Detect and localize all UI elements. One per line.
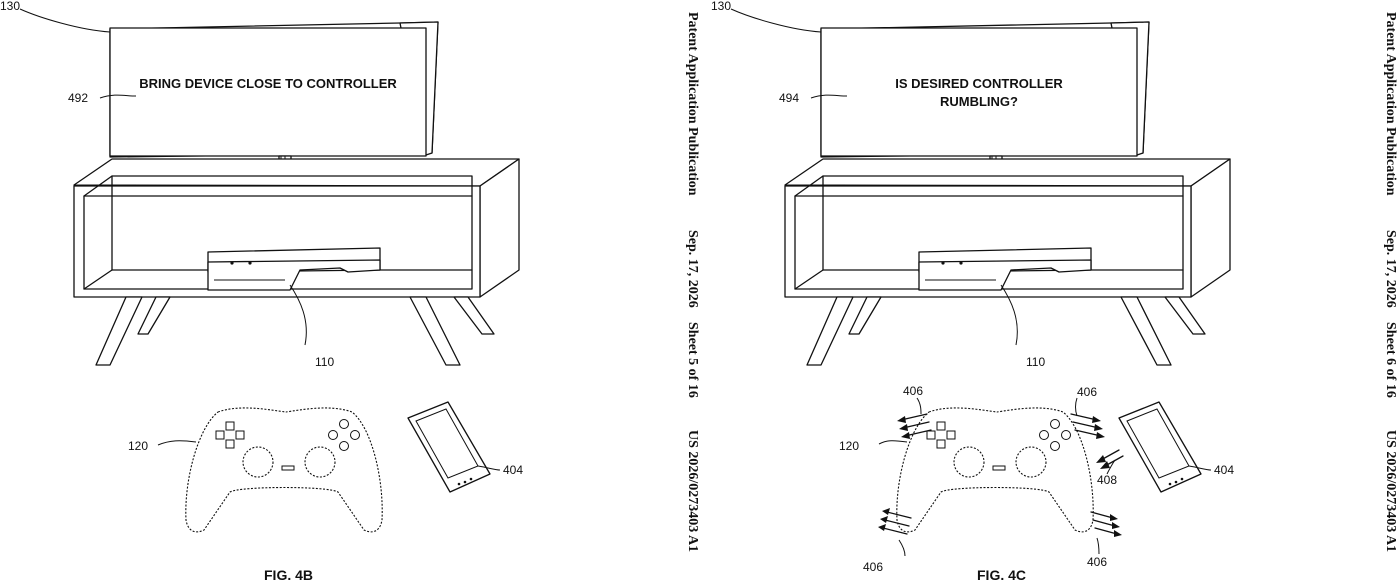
vibration-arrow-group bbox=[897, 414, 931, 439]
screen-ref: 494 bbox=[779, 91, 799, 105]
screen-text-line: IS DESIRED CONTROLLER bbox=[895, 76, 1063, 91]
figure-4c: IS DESIRED CONTROLLER RUMBLING? bbox=[711, 0, 1234, 582]
console-ref: 110 bbox=[315, 355, 334, 369]
header-number: US 2026/0273403 A1 bbox=[685, 430, 700, 552]
controller-ref: 120 bbox=[128, 439, 148, 453]
header-publication: Patent Application Publication bbox=[685, 12, 700, 196]
phone-vibration-ref: 408 bbox=[1097, 473, 1117, 487]
controller-ref: 120 bbox=[839, 439, 859, 453]
vibration-ref: 406 bbox=[1077, 385, 1097, 399]
vibration-arrow-group bbox=[1071, 414, 1105, 439]
game-controller bbox=[186, 408, 382, 532]
vibration-arrows bbox=[878, 414, 1123, 537]
header-sheet: Sheet 5 of 16 bbox=[685, 322, 700, 398]
screen-text-line: RUMBLING? bbox=[940, 94, 1018, 109]
header-date: Sep. 17, 2026 bbox=[1383, 230, 1398, 308]
phone-ref: 404 bbox=[1214, 463, 1234, 477]
header-publication: Patent Application Publication bbox=[1383, 12, 1398, 196]
vibration-arrow-group bbox=[878, 508, 911, 534]
vibration-ref: 406 bbox=[863, 560, 883, 574]
header-number: US 2026/0273403 A1 bbox=[1383, 430, 1398, 552]
screen-ref: 492 bbox=[68, 91, 88, 105]
vibration-arrow-group bbox=[1091, 512, 1122, 537]
figure-4b: BRING DEVICE CLOSE TO CONTROLLER bbox=[0, 0, 523, 582]
vibration-ref: 406 bbox=[1087, 555, 1107, 569]
smartphone bbox=[1119, 402, 1201, 492]
display-ref: 130 bbox=[0, 0, 20, 13]
smartphone bbox=[408, 402, 490, 492]
figure-label: FIG. 4C bbox=[977, 567, 1026, 582]
phone-ref: 404 bbox=[503, 463, 523, 477]
display-ref: 130 bbox=[711, 0, 731, 13]
margin-header: Patent Application Publication Sep. 17, … bbox=[685, 12, 700, 552]
vibration-ref: 406 bbox=[903, 384, 923, 398]
phone-signal-arrows bbox=[1096, 450, 1123, 469]
console-ref: 110 bbox=[1026, 355, 1045, 369]
header-sheet: Sheet 6 of 16 bbox=[1383, 322, 1398, 398]
game-controller bbox=[897, 408, 1093, 532]
margin-header: Patent Application Publication Sep. 17, … bbox=[1383, 12, 1398, 552]
header-date: Sep. 17, 2026 bbox=[685, 230, 700, 308]
screen-text-line: BRING DEVICE CLOSE TO CONTROLLER bbox=[139, 76, 397, 91]
figure-label: FIG. 4B bbox=[264, 567, 313, 582]
